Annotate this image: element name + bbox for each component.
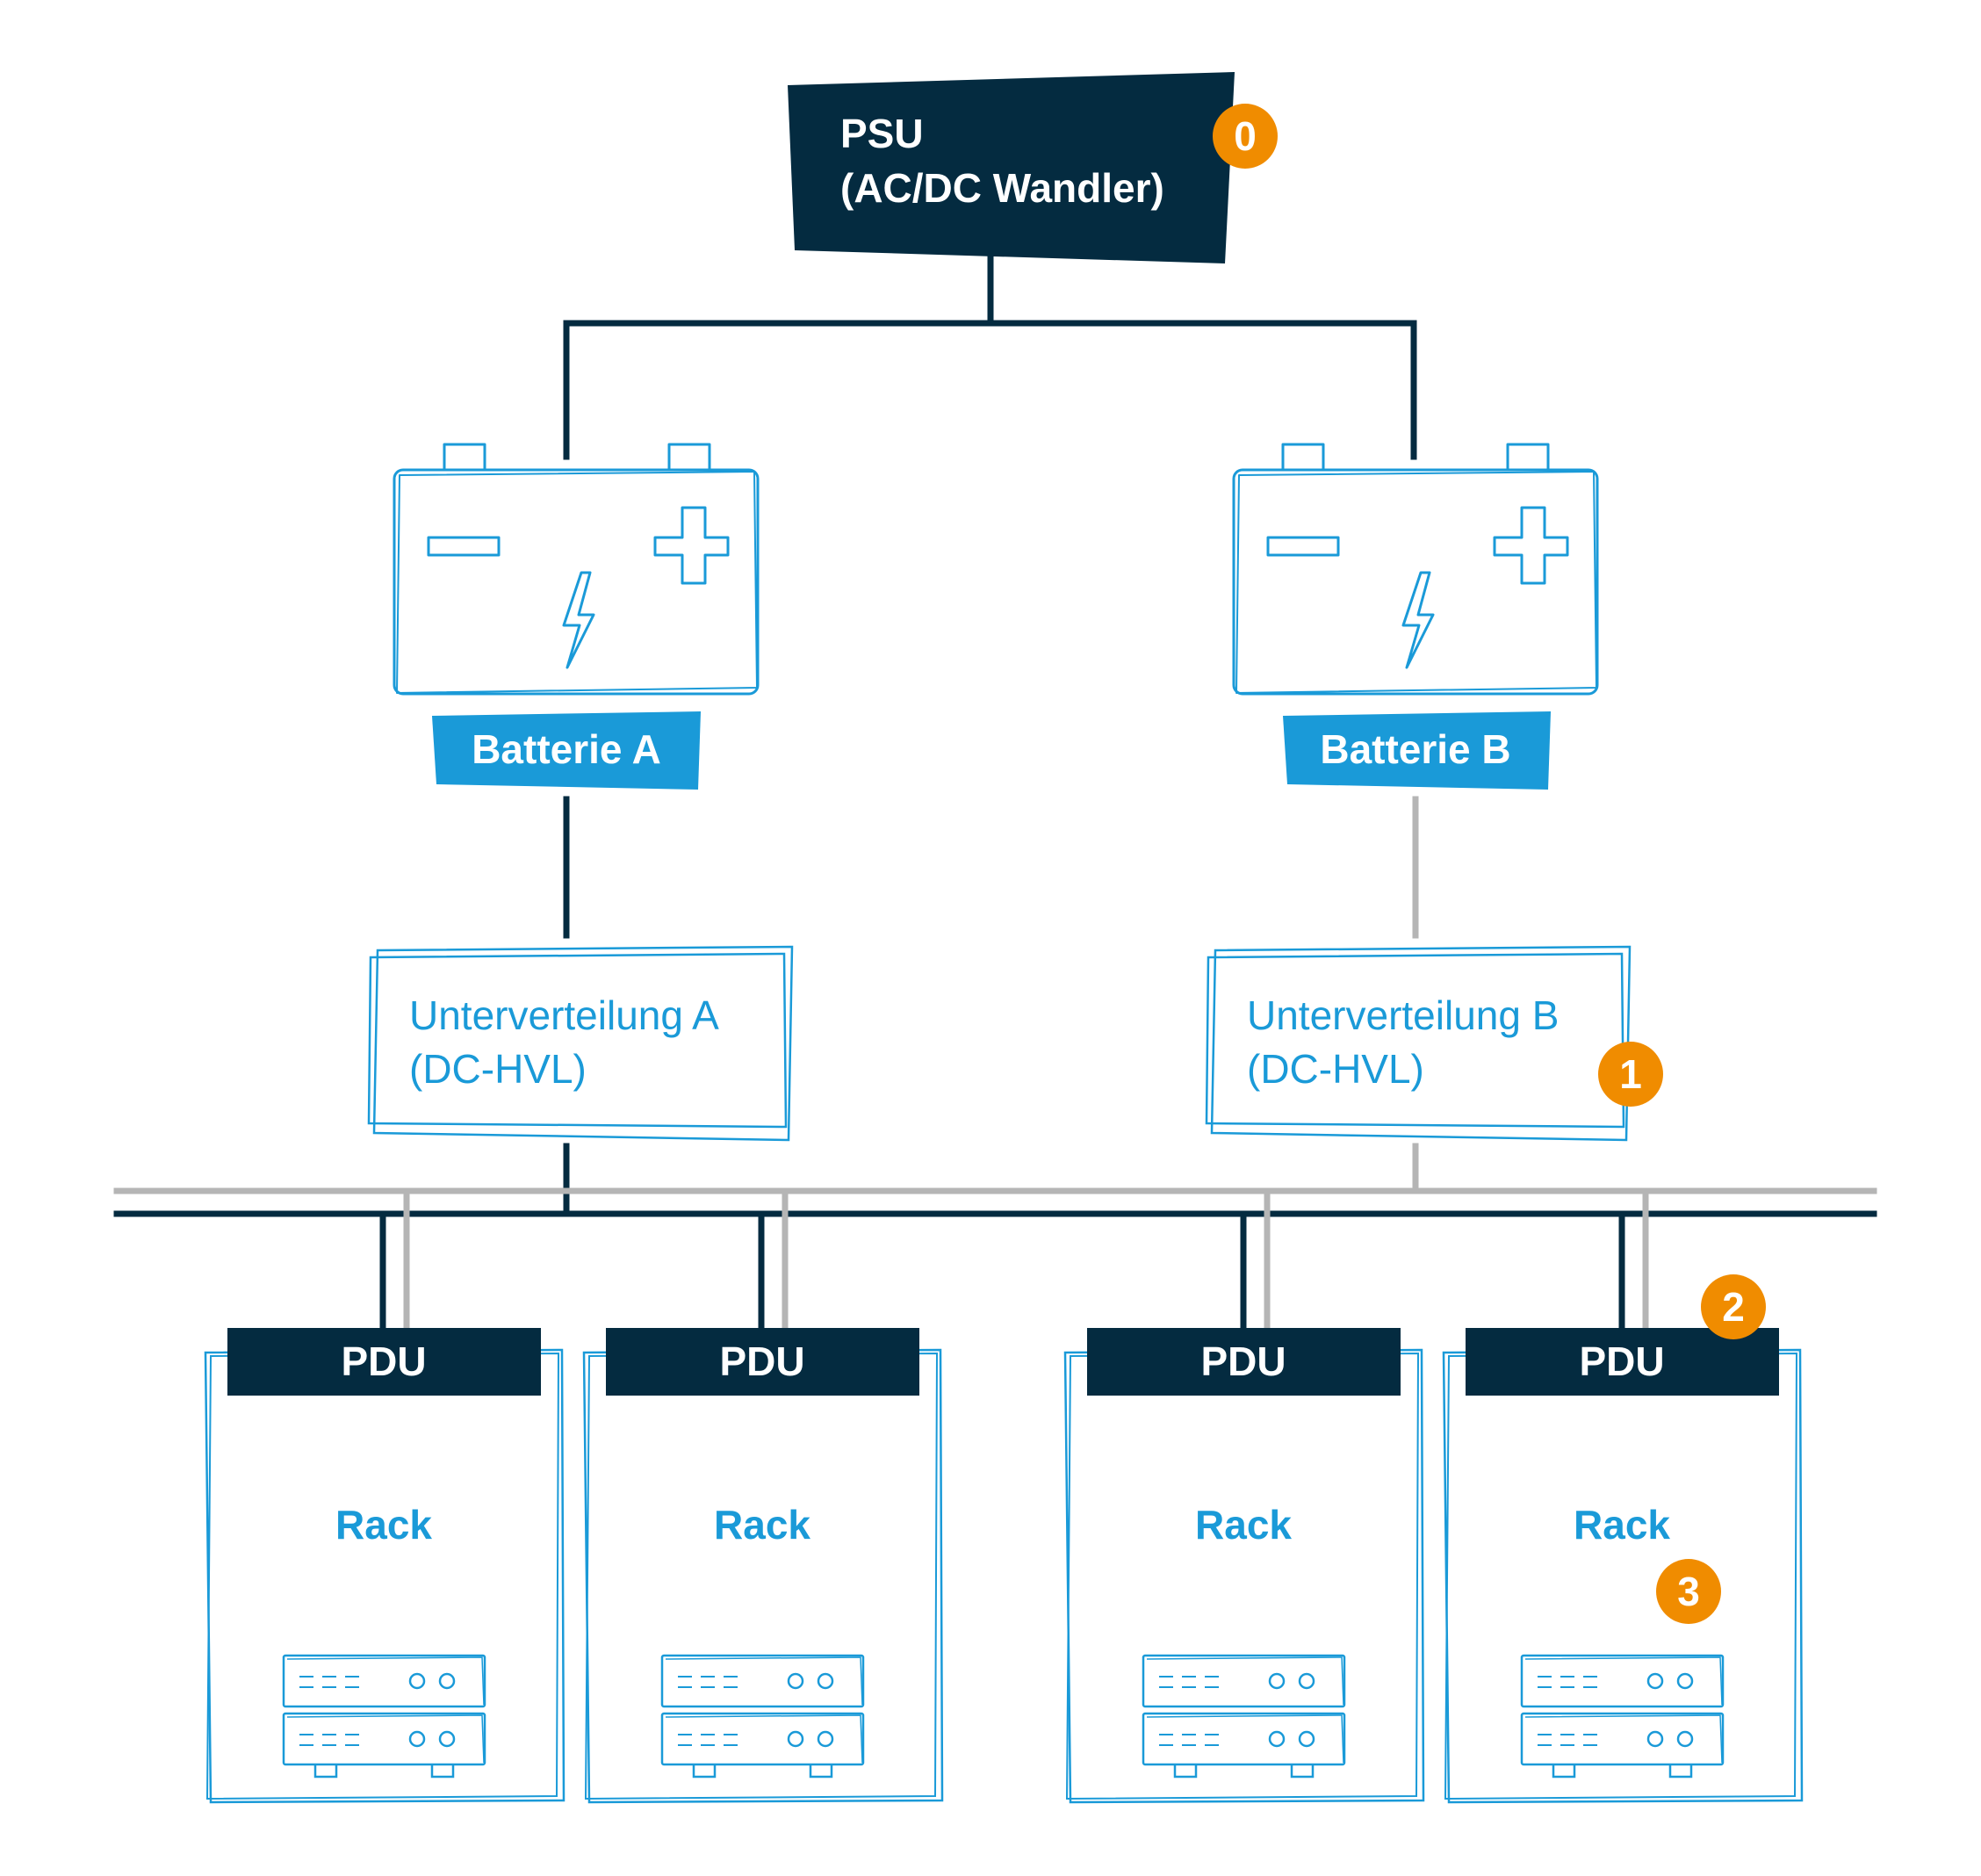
badge-number: 0 [1234, 113, 1257, 159]
rack-box [1442, 1348, 1804, 1804]
rack-box [582, 1348, 944, 1804]
badge-circle [1213, 104, 1278, 169]
psu-to-batteries-line [563, 251, 1417, 460]
distribution-b: Unterverteilung B (DC-HVL) 1 [1205, 945, 1663, 1142]
psu-title: PSU [840, 111, 924, 156]
pdu-bar [227, 1328, 541, 1396]
rack-unit-1: PDU Rack [204, 1328, 565, 1804]
rack-unit-4: PDU Rack 2 3 [1442, 1274, 1804, 1804]
battery-a-label-text: Batterie A [472, 726, 661, 772]
battery-icon [393, 443, 760, 696]
badge-circle [1701, 1274, 1766, 1339]
psu-node: PSU (AC/DC Wandler) 0 [788, 72, 1278, 263]
pdu-label: PDU [1200, 1338, 1286, 1384]
badge-circle [1598, 1042, 1663, 1107]
rack-box [204, 1348, 565, 1804]
rack-box [1063, 1348, 1425, 1804]
distribution-b-title: Unterverteilung B [1247, 992, 1559, 1038]
battery-b-label: Batterie B [1283, 711, 1551, 790]
distribution-b-box [1205, 945, 1632, 1142]
psu-subtitle: (AC/DC Wandler) [840, 165, 1164, 211]
rack-label: Rack [714, 1502, 810, 1548]
battery-b-label-text: Batterie B [1320, 726, 1510, 772]
distribution-a-subtitle: (DC-HVL) [409, 1046, 587, 1092]
label-background [1283, 711, 1551, 790]
badge-number: 1 [1619, 1051, 1642, 1097]
pdu-step-badge: 2 [1701, 1274, 1766, 1339]
pdu-bar [1466, 1328, 1779, 1396]
rack-label: Rack [1574, 1502, 1670, 1548]
psu-box [788, 72, 1235, 263]
pdu-bar [1087, 1328, 1401, 1396]
pdu-bar [606, 1328, 919, 1396]
pdu-label: PDU [719, 1338, 804, 1384]
distribution-b-step-badge: 1 [1598, 1042, 1663, 1107]
badge-circle [1656, 1559, 1721, 1624]
rack-step-badge: 3 [1656, 1559, 1721, 1624]
connection-lines [113, 251, 1877, 1330]
psu-step-badge: 0 [1213, 104, 1278, 169]
rack-unit-2: PDU Rack [582, 1328, 944, 1804]
distribution-a-title: Unterverteilung A [409, 992, 719, 1038]
distribution-a-box [367, 945, 794, 1142]
server-icon [1520, 1654, 1725, 1779]
label-background [432, 711, 701, 790]
server-icon [282, 1654, 486, 1779]
server-icon [1142, 1654, 1346, 1779]
server-icon [660, 1654, 865, 1779]
pdu-label: PDU [341, 1338, 426, 1384]
battery-icon [1232, 443, 1599, 696]
battery-a-label: Batterie A [432, 711, 701, 790]
distribution-b-subtitle: (DC-HVL) [1247, 1046, 1424, 1092]
pdu-label: PDU [1579, 1338, 1664, 1384]
badge-number: 2 [1722, 1284, 1745, 1330]
rack-unit-3: PDU Rack [1063, 1328, 1425, 1804]
rack-label: Rack [335, 1502, 432, 1548]
battery-b: Batterie B [1232, 443, 1599, 790]
battery-a: Batterie A [393, 443, 760, 790]
badge-number: 3 [1677, 1569, 1700, 1614]
rack-label: Rack [1195, 1502, 1292, 1548]
distribution-a: Unterverteilung A (DC-HVL) [367, 945, 794, 1142]
